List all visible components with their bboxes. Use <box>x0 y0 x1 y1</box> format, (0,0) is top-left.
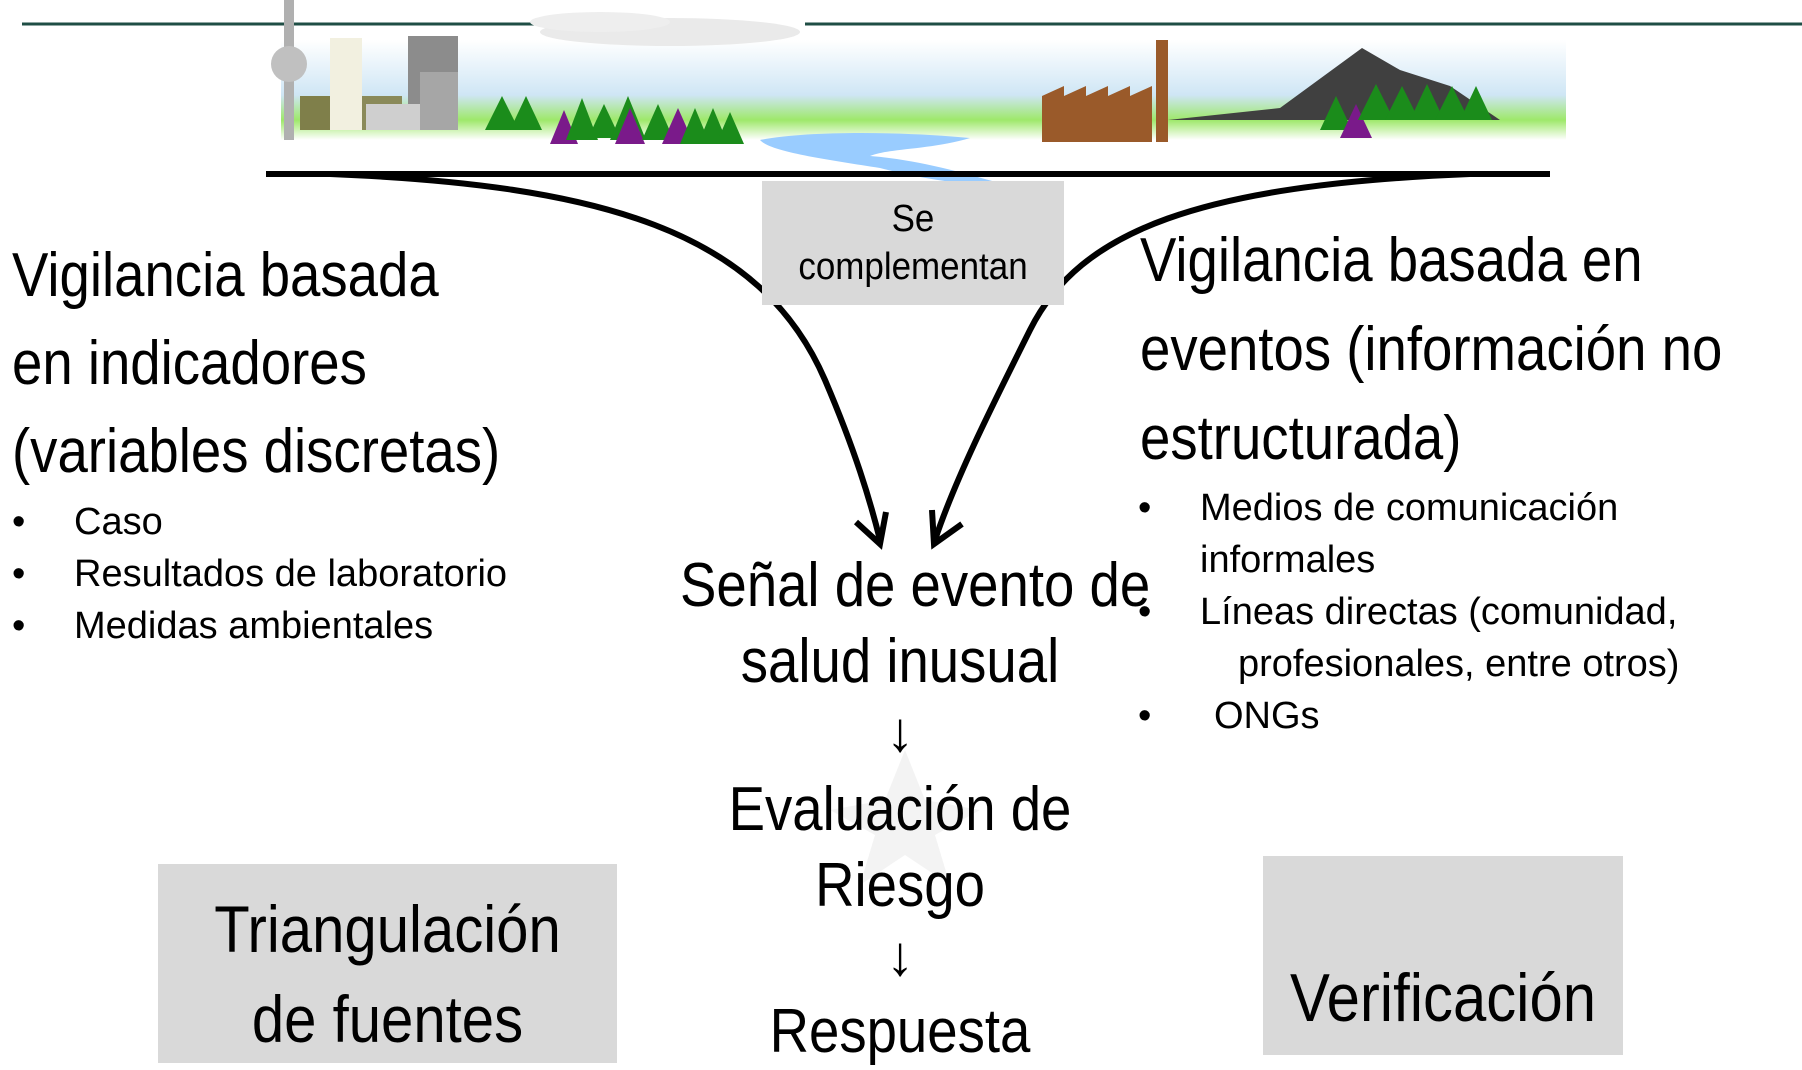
left-curve-arrow <box>329 171 883 541</box>
down-arrow-icon: ↓ <box>886 700 914 763</box>
verification-label: Verificación <box>1289 960 1597 1036</box>
event-based-surveillance-title: Vigilancia basada en eventos (informació… <box>1140 216 1802 483</box>
complement-label-line2: complementan <box>798 246 1028 288</box>
signal-line: salud inusual <box>740 627 1060 696</box>
cloud-shape <box>530 12 670 32</box>
indicator-based-surveillance-title: Vigilancia basada en indicadores (variab… <box>12 232 567 496</box>
bullet-icon: • <box>1138 695 1152 737</box>
triangulation-line: de fuentes <box>251 982 524 1056</box>
tree-group-icon <box>1320 84 1492 138</box>
city-buildings-icon <box>300 36 458 130</box>
risk-assessment-text: Evaluación de Riesgo <box>650 772 1150 924</box>
bullet-icon: • <box>1138 591 1152 633</box>
list-item: • Caso <box>12 496 507 548</box>
risk-line: Evaluación de <box>728 775 1072 844</box>
event-bullet-list: • Medios de comunicación informales • Lí… <box>1138 482 1679 742</box>
complement-box: Se complementan <box>762 181 1064 305</box>
header-line <box>22 22 1802 26</box>
list-item: • Líneas directas (comunidad, profesiona… <box>1138 586 1679 690</box>
triangulation-line: Triangulación <box>214 892 561 966</box>
bullet-icon: • <box>12 501 26 543</box>
factory-icon <box>1042 40 1168 142</box>
tree-group-icon <box>485 96 744 144</box>
signal-line: Señal de evento de <box>680 551 1151 620</box>
bullet-icon: • <box>12 605 26 647</box>
risk-line: Riesgo <box>815 851 985 920</box>
list-item: • Resultados de laboratorio <box>12 548 507 600</box>
left-title-line: Vigilancia basada <box>12 241 439 310</box>
list-item: • Medidas ambientales <box>12 600 507 652</box>
left-title-line: (variables discretas) <box>12 417 501 486</box>
right-title-line: eventos (información no <box>1140 315 1723 384</box>
signal-text: Señal de evento de salud inusual <box>650 548 1150 700</box>
indicator-bullet-list: • Caso • Resultados de laboratorio • Med… <box>12 496 507 652</box>
bullet-icon: • <box>12 553 26 595</box>
right-title-line: estructurada) <box>1140 404 1462 473</box>
left-title-line: en indicadores <box>12 329 367 398</box>
verification-box: Verificación <box>1263 856 1623 1055</box>
watermark-star-icon <box>830 750 980 885</box>
complement-label-line1: Se <box>891 198 935 240</box>
list-item: • ONGs <box>1138 690 1679 742</box>
landscape-illustration <box>271 0 1566 186</box>
mountain-shape <box>1168 48 1500 120</box>
down-arrow-icon: ↓ <box>886 924 914 987</box>
response-text: Respuesta <box>769 997 1031 1066</box>
bullet-icon: • <box>1138 487 1152 529</box>
right-title-line: Vigilancia basada en <box>1140 226 1643 295</box>
list-item: • Medios de comunicación informales <box>1138 482 1679 586</box>
tv-tower-icon <box>271 0 307 140</box>
triangulation-box: Triangulación de fuentes <box>158 864 617 1063</box>
